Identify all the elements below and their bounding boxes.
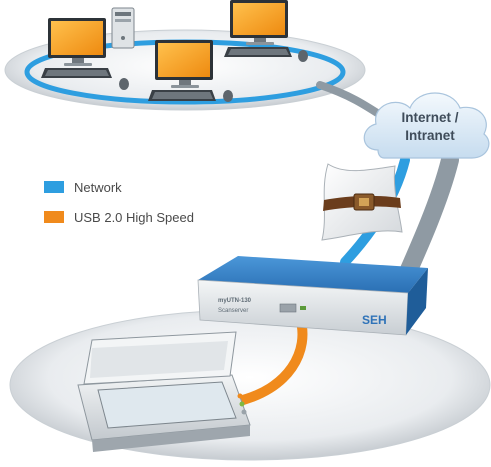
keyboard-icon [148,90,216,101]
legend-swatch-network [44,181,64,193]
device-model-label: myUTN-130 [218,298,252,304]
network-device-icon: myUTN-130 Scanserver SEH [197,256,428,336]
usb-cable [230,313,308,407]
legend: Network USB 2.0 High Speed [44,180,194,225]
scanner-icon [77,331,251,452]
server-tower-icon [111,7,135,49]
cloud-icon: Internet / Intranet [363,92,490,159]
cloud-label-line1: Internet / [401,110,458,125]
desktop-computer-icon [48,18,106,66]
keyboard-icon [41,68,112,78]
device-subtitle-label: Scanserver [218,308,248,314]
mouse-icon [119,78,129,90]
network-cable-to-cloud [316,81,389,122]
keyboard-icon [224,47,292,57]
device-brand-label: SEH [362,313,387,327]
mouse-icon [223,90,233,102]
legend-swatch-usb [44,211,64,223]
desktop-computer-icon [230,0,288,45]
legend-label-network: Network [74,180,122,195]
mouse-icon [298,50,308,62]
cloud-label-line2: Intranet [405,128,455,143]
desktop-computer-icon [155,40,213,88]
legend-label-usb: USB 2.0 High Speed [74,210,194,225]
pillow-lock-icon [321,163,403,241]
